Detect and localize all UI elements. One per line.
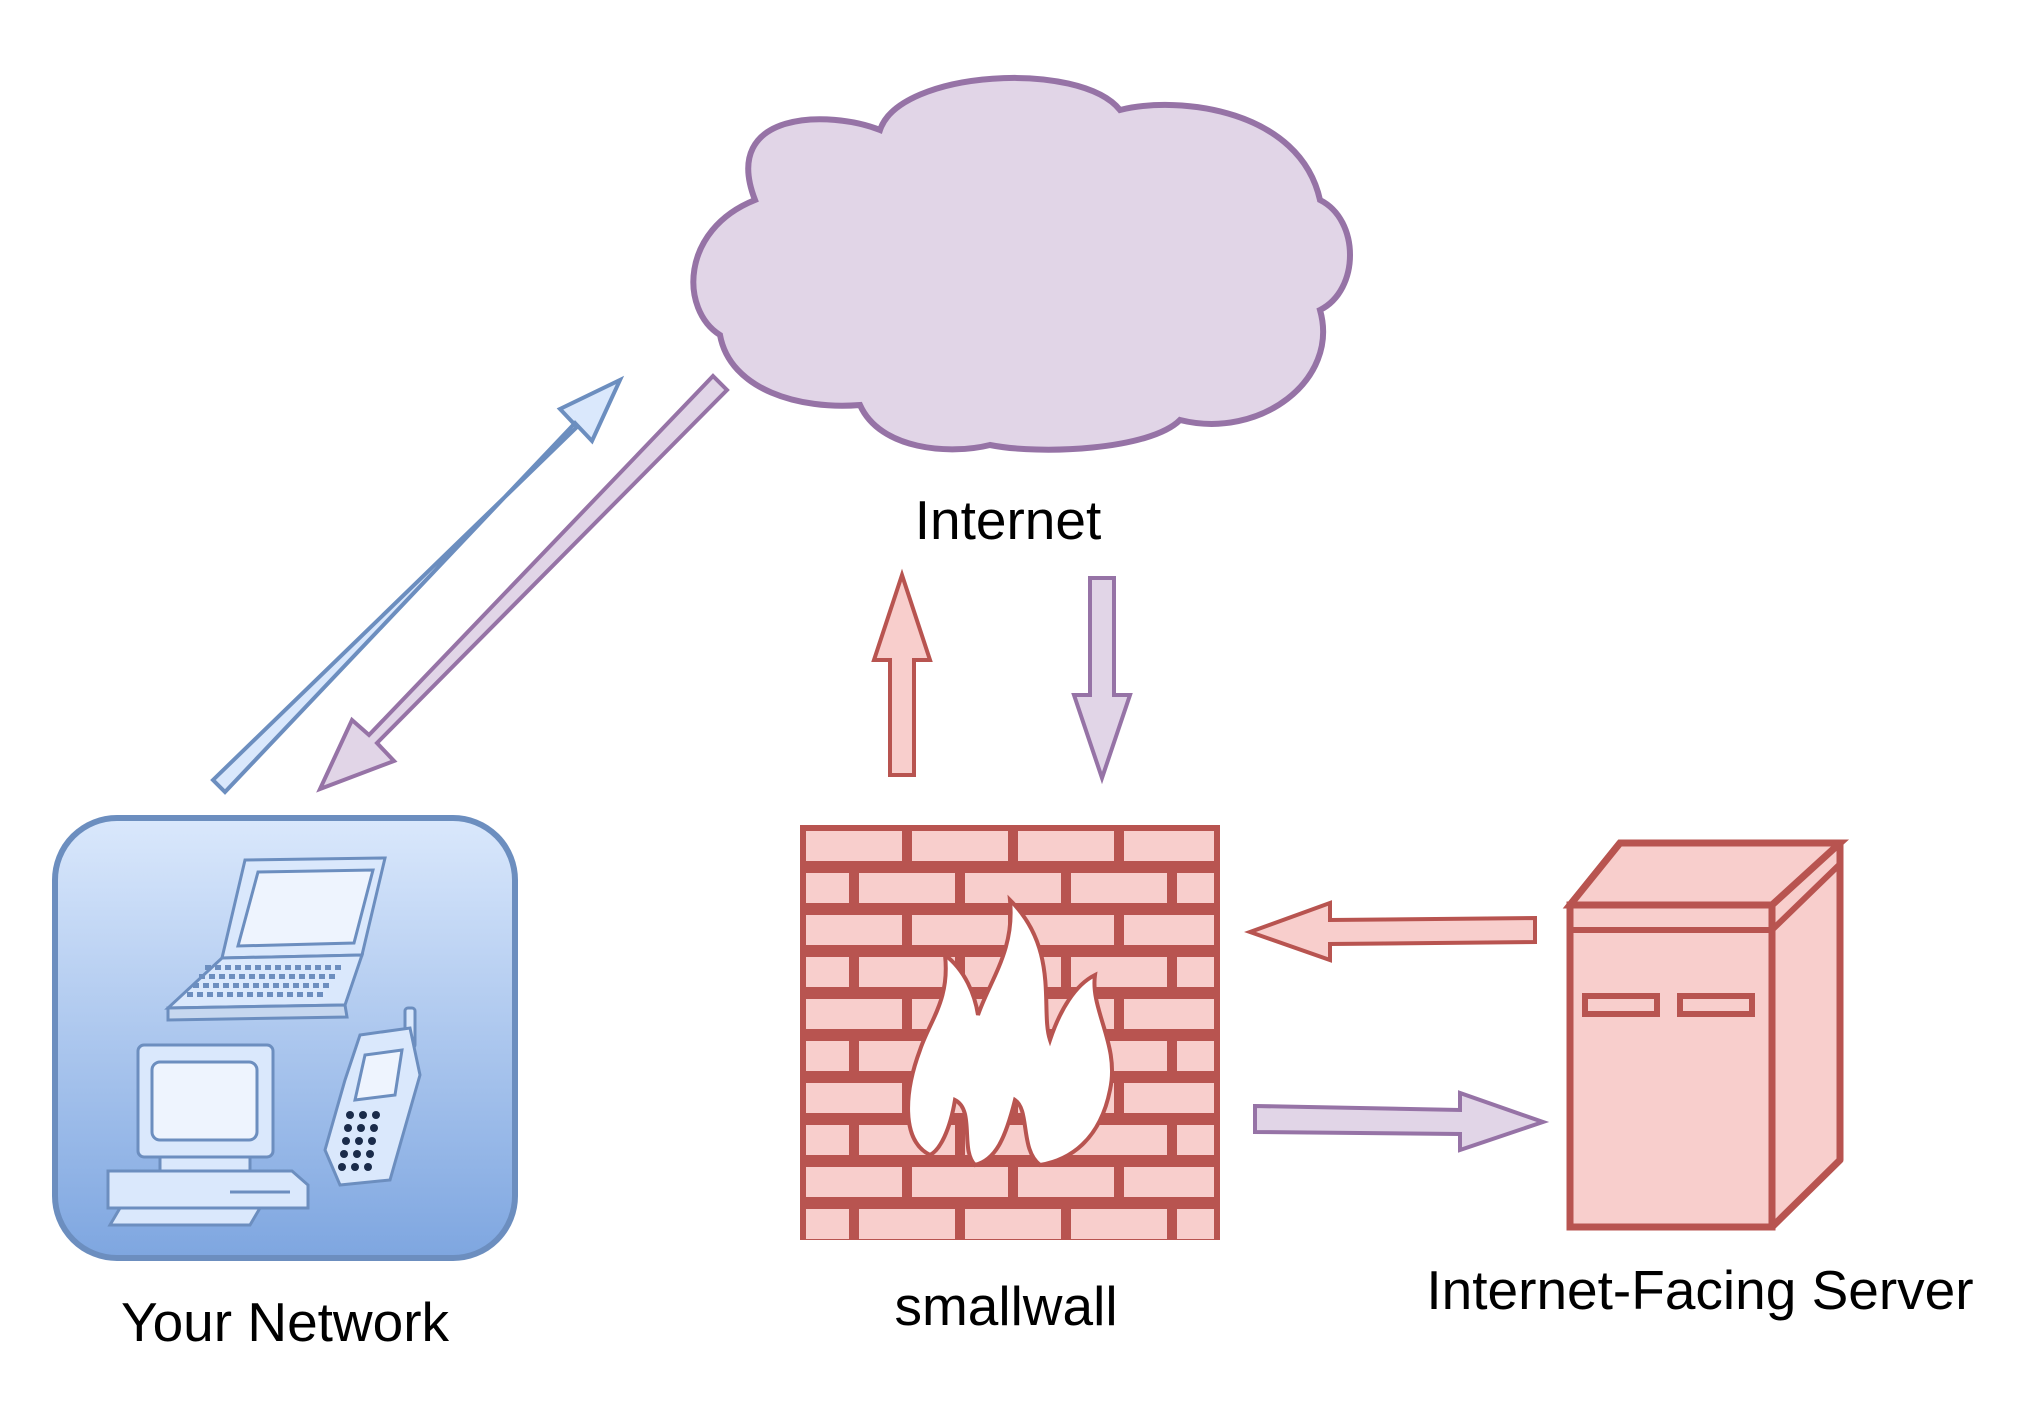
arrow-server-to-firewall [1244, 900, 1537, 963]
mobile-phone-icon [323, 1006, 422, 1187]
network-label: Your Network [120, 1291, 450, 1353]
internet-label: Internet [914, 489, 1102, 551]
arrow-internet-to-network [316, 373, 730, 793]
arrow-firewall-to-server [1253, 1090, 1550, 1153]
brick-firewall-icon [800, 825, 1220, 1240]
laptop-icon [164, 856, 387, 1022]
server-label: Internet-Facing Server [1426, 1259, 1974, 1321]
network-devices-icon [52, 815, 518, 1261]
arrow-network-to-internet [210, 375, 625, 795]
firewall-label: smallwall [894, 1275, 1118, 1337]
desktop-computer-icon [106, 1043, 310, 1227]
arrow-internet-to-firewall [1071, 576, 1133, 785]
arrow-firewall-to-internet [871, 568, 933, 777]
cloud-icon [690, 75, 1353, 453]
server-tower-icon [1562, 839, 1850, 1231]
